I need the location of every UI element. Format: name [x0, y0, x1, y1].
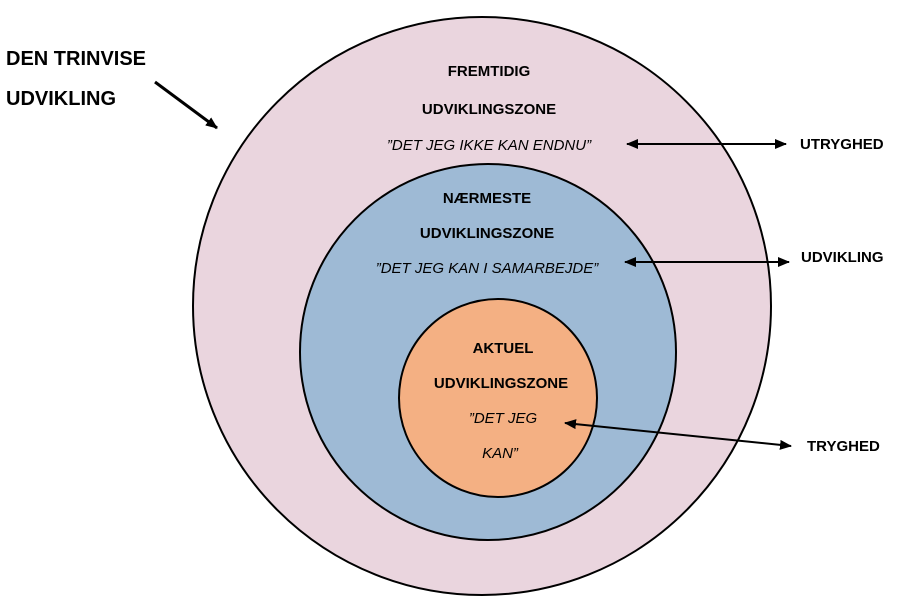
middle-zone-name-line1: NÆRMESTE [443, 190, 531, 207]
inner-zone-name-line1: AKTUEL [473, 340, 534, 357]
label-utryghed: UTRYGHED [800, 136, 884, 153]
inner-zone-quote-line2: KAN” [482, 445, 519, 462]
outer-zone-quote: ”DET JEG IKKE KAN ENDNU” [387, 137, 592, 154]
label-tryghed: TRYGHED [807, 438, 880, 455]
label-udvikling: UDVIKLING [801, 249, 884, 266]
tryghed-arrow [564, 419, 792, 450]
outer-zone-name-line1: FREMTIDIG [448, 63, 531, 80]
title-pointer-arrow [154, 80, 218, 130]
middle-zone-quote: ”DET JEG KAN I SAMARBEJDE” [376, 260, 600, 277]
diagram-title-line2: UDVIKLING [6, 88, 116, 110]
inner-zone-circle [398, 298, 598, 498]
inner-zone-quote-line1: ”DET JEG [469, 410, 538, 427]
inner-zone-name-line2: UDVIKLINGSZONE [434, 375, 568, 392]
middle-zone-name-line2: UDVIKLINGSZONE [420, 225, 554, 242]
diagram-title-line1: DEN TRINVISE [6, 48, 146, 70]
outer-zone-name-line2: UDVIKLINGSZONE [422, 101, 556, 118]
